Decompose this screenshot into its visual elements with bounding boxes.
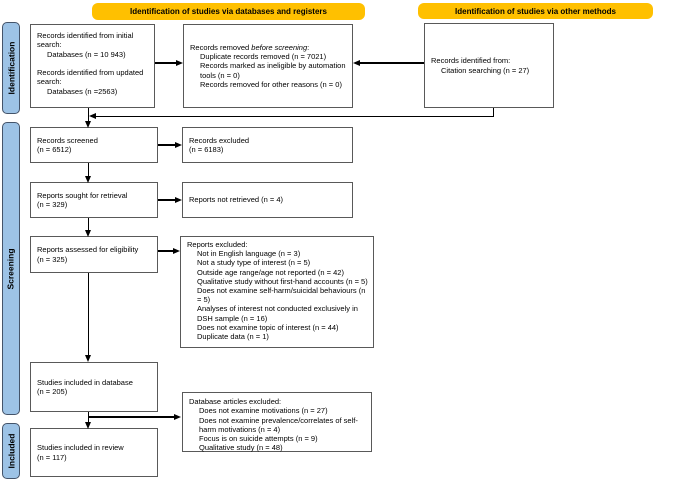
arrow-assessed-to-database-line — [87, 273, 89, 356]
box-text-line: Does not examine motivations (n = 27) — [199, 406, 328, 416]
box-text-line: Does not examine self-harm/suicidal beha… — [197, 286, 366, 305]
tab-identification-label: Identification — [6, 41, 17, 95]
box-text-line: Reports not retrieved (n = 4) — [189, 195, 284, 205]
box-text-line: Outside age range/age not reported (n = … — [197, 267, 344, 277]
box-text-line: Analyses of interest not conducted exclu… — [197, 304, 358, 323]
box-records-removed: Records removed before screening:Duplica… — [183, 24, 353, 108]
box-text-line: Reports sought for retrieval — [37, 190, 128, 200]
box-text-line: Reports excluded: — [187, 240, 248, 249]
box-database-articles-excluded: Database articles excluded:Does not exam… — [182, 392, 372, 452]
box-text-line: Records removed for other reasons (n = 0… — [200, 79, 342, 89]
box-text-line: (n = 329) — [37, 200, 68, 209]
arrow-branch-to-dbexcluded-line — [88, 416, 175, 418]
arrow-assessed-to-excluded-line — [158, 250, 174, 252]
connector-citation-drop — [492, 107, 494, 117]
box-text-line: Qualitative study without first-hand acc… — [197, 276, 368, 286]
arrow-sought-to-assessed-head — [84, 229, 91, 237]
arrow-branch-to-dbexcluded-head — [174, 413, 181, 420]
banner-databases-registers: Identification of studies via databases … — [92, 3, 365, 20]
connector-merge-line — [91, 115, 493, 117]
box-text-line: Records screened — [37, 135, 98, 145]
box-text-line: Databases (n = 10 943) — [47, 49, 126, 59]
tab-identification: Identification — [2, 22, 20, 114]
box-text-line: Citation searching (n = 27) — [441, 65, 530, 75]
box-text-line: (n = 205) — [37, 387, 68, 396]
tab-included-label: Included — [6, 433, 17, 469]
arrow-assessed-to-excluded-head — [173, 247, 180, 254]
arrow-screened-to-sought-line — [87, 163, 89, 176]
box-text-line: Does not examine topic of interest (n = … — [197, 322, 339, 332]
box-text-line: Records marked as ineligible by automati… — [200, 61, 346, 80]
box-text-line: Not a study type of interest (n = 5) — [197, 258, 311, 268]
box-studies-review: Studies included in review(n = 117) — [30, 428, 158, 477]
tab-included: Included — [2, 423, 20, 479]
box-text-line: (n = 117) — [37, 452, 67, 462]
box-records-excluded: Records excluded(n = 6183) — [182, 127, 353, 163]
box-reports-sought: Reports sought for retrieval(n = 329) — [30, 182, 158, 218]
box-text-line: (n = 325) — [37, 254, 68, 264]
arrow-sought-to-notretrieved-line — [158, 199, 176, 201]
box-reports-assessed: Reports assessed for eligibility(n = 325… — [30, 236, 158, 273]
connector-merge-head — [89, 112, 96, 119]
box-text-line: (n = 6183) — [189, 145, 224, 154]
box-text-line: Studies included in review — [37, 443, 124, 453]
box-text-line: Databases (n =2563) — [47, 86, 118, 96]
arrow-identified-to-removed-head — [176, 59, 183, 66]
box-text-line: Records removed before screening: — [190, 42, 310, 52]
box-text-line: Records identified from: — [431, 56, 511, 66]
box-text-line: Duplicate records removed (n = 7021) — [200, 52, 327, 62]
arrow-database-to-review-head — [84, 421, 91, 429]
box-records-screened: Records screened(n = 6512) — [30, 127, 158, 163]
box-text-line: Reports assessed for eligibility — [37, 245, 139, 255]
arrow-identified-to-removed-line — [155, 62, 177, 64]
arrow-citation-to-removed-head — [353, 59, 360, 66]
box-records-identified: Records identified from initial search:D… — [30, 24, 155, 108]
arrow-identified-to-screened-head — [84, 120, 91, 128]
tab-screening: Screening — [2, 122, 20, 415]
arrow-citation-to-removed-line — [359, 62, 424, 64]
box-text-line: Records excluded — [189, 135, 250, 145]
box-text-line: Records identified from updated search: — [37, 68, 144, 87]
box-text-line: Studies included in database — [37, 377, 133, 387]
arrow-screened-to-sought-head — [84, 175, 91, 183]
arrow-screened-to-excluded-head — [175, 141, 182, 148]
box-text-line: Focus is on suicide attempts (n = 9) — [199, 434, 318, 444]
box-reports-not-retrieved: Reports not retrieved (n = 4) — [182, 182, 353, 218]
box-text-line: Duplicate data (n = 1) — [197, 332, 269, 342]
box-reports-excluded: Reports excluded:Not in English language… — [180, 236, 374, 348]
box-text-line: Records identified from initial search: — [37, 31, 134, 50]
box-citation-searching: Records identified from:Citation searchi… — [424, 23, 554, 108]
arrow-sought-to-notretrieved-head — [175, 196, 182, 203]
tab-screening-label: Screening — [6, 247, 17, 290]
banner-other-methods: Identification of studies via other meth… — [418, 3, 653, 19]
box-studies-database: Studies included in database(n = 205) — [30, 362, 158, 412]
arrow-screened-to-excluded-line — [158, 144, 176, 146]
box-text-line: Database articles excluded: — [189, 397, 282, 406]
arrow-identified-to-screened-line — [87, 107, 89, 122]
box-text-line: Not in English language (n = 3) — [197, 249, 301, 259]
arrow-assessed-to-database-head — [84, 355, 91, 362]
box-text-line: (n = 6512) — [37, 145, 72, 154]
box-text-line — [37, 59, 150, 68]
arrow-sought-to-assessed-line — [87, 218, 89, 230]
box-text-line: Does not examine prevalence/correlates o… — [199, 415, 358, 434]
box-text-line: Qualitative study (n = 48) — [199, 443, 283, 453]
